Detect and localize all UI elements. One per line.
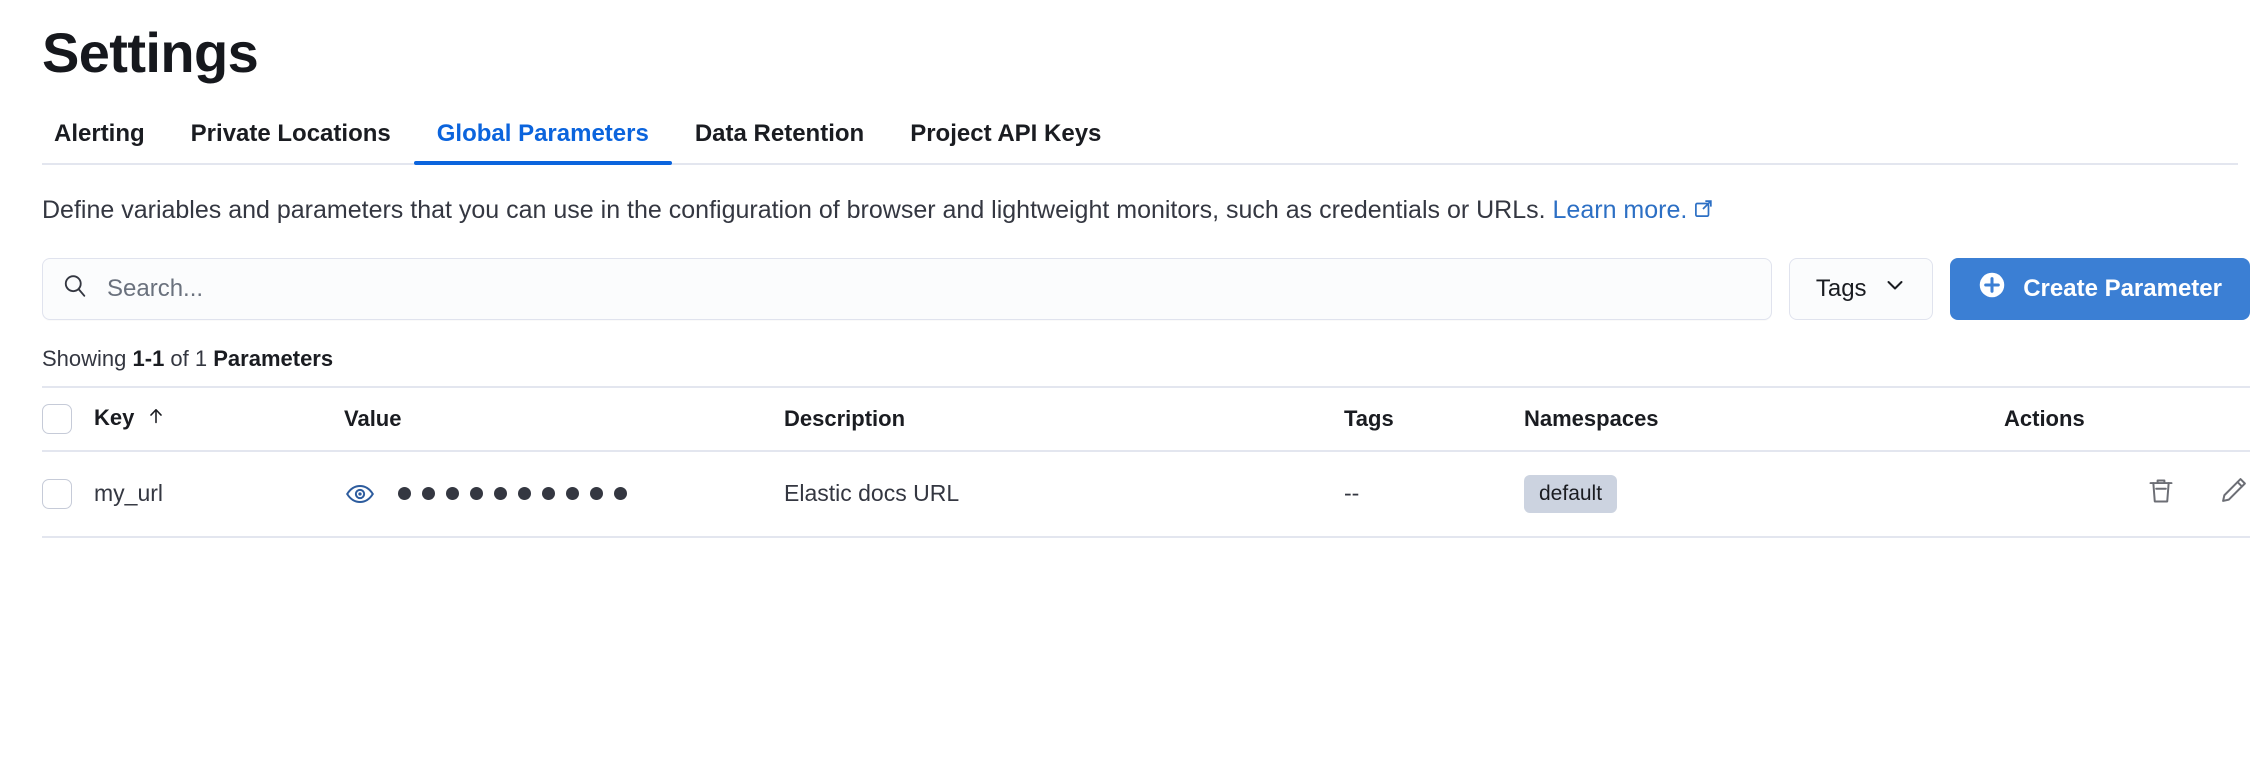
column-namespaces[interactable]: Namespaces xyxy=(1524,385,2004,452)
masked-dot xyxy=(494,487,507,501)
table-header-row: Key Value Description Tags Namespaces Ac… xyxy=(42,385,2250,452)
search-input[interactable] xyxy=(105,258,1754,319)
row-key: my_url xyxy=(94,450,344,538)
plus-circle-icon xyxy=(1978,271,2006,306)
learn-more-link[interactable]: Learn more. xyxy=(1553,196,1688,224)
page-title: Settings xyxy=(42,21,259,84)
row-value-cell xyxy=(344,450,784,538)
select-all-header xyxy=(42,385,94,452)
masked-dot xyxy=(422,487,435,501)
column-key-label: Key xyxy=(94,404,135,430)
row-tags: -- xyxy=(1344,450,1524,538)
masked-dot xyxy=(566,487,579,501)
search-icon xyxy=(61,272,89,305)
parameters-table: Key Value Description Tags Namespaces Ac… xyxy=(42,385,2250,538)
create-parameter-label: Create Parameter xyxy=(2023,274,2222,302)
row-checkbox[interactable] xyxy=(42,478,72,509)
tab-data-retention[interactable]: Data Retention xyxy=(694,119,865,147)
row-namespaces: default xyxy=(1524,450,2004,538)
settings-tabs: Alerting Private Locations Global Parame… xyxy=(42,119,2238,165)
namespace-badge: default xyxy=(1524,474,1618,513)
tags-filter-button[interactable]: Tags xyxy=(1789,257,1934,320)
masked-dot xyxy=(542,487,555,501)
results-count: Showing 1-1 of 1 Parameters xyxy=(42,346,2238,372)
sort-asc-arrow-icon xyxy=(145,407,167,432)
column-actions: Actions xyxy=(2004,385,2250,452)
column-tags[interactable]: Tags xyxy=(1344,385,1524,452)
column-description[interactable]: Description xyxy=(784,385,1344,452)
results-middle: of 1 xyxy=(164,345,214,371)
row-actions xyxy=(2004,450,2250,538)
select-all-checkbox[interactable] xyxy=(42,403,72,434)
masked-dot xyxy=(398,487,411,501)
settings-page: Settings Alerting Private Locations Glob… xyxy=(0,22,2262,538)
results-range: 1-1 xyxy=(132,345,165,371)
description-text: Define variables and parameters that you… xyxy=(42,195,1553,224)
filters-toolbar: Tags Create Parameter xyxy=(42,257,2250,320)
masked-dot xyxy=(470,487,483,501)
page-description: Define variables and parameters that you… xyxy=(42,193,2238,228)
masked-dot xyxy=(518,487,531,501)
column-key[interactable]: Key xyxy=(94,385,344,452)
tab-project-api-keys[interactable]: Project API Keys xyxy=(910,119,1102,147)
chevron-down-icon xyxy=(1883,273,1907,304)
table-row: my_url Elastic docs URL -- default xyxy=(42,450,2250,538)
masked-dot xyxy=(590,487,603,501)
results-suffix: Parameters xyxy=(213,345,334,371)
masked-dot xyxy=(614,487,627,501)
column-value[interactable]: Value xyxy=(344,385,784,452)
tags-filter-label: Tags xyxy=(1815,274,1867,302)
search-box[interactable] xyxy=(42,257,1773,320)
results-prefix: Showing xyxy=(42,345,133,371)
eye-icon[interactable] xyxy=(344,478,376,510)
row-description: Elastic docs URL xyxy=(784,450,1344,538)
external-link-icon xyxy=(1693,194,1714,228)
tab-global-parameters[interactable]: Global Parameters xyxy=(413,121,672,165)
masked-dot xyxy=(446,487,459,501)
delete-icon[interactable] xyxy=(2144,474,2178,508)
tab-private-locations[interactable]: Private Locations xyxy=(190,119,391,147)
create-parameter-button[interactable]: Create Parameter xyxy=(1950,257,2250,320)
learn-more-label: Learn more. xyxy=(1552,195,1688,224)
tab-alerting[interactable]: Alerting xyxy=(54,119,145,147)
row-select-cell xyxy=(42,450,94,538)
masked-value-dots xyxy=(398,487,627,501)
edit-pencil-icon[interactable] xyxy=(2216,474,2250,508)
